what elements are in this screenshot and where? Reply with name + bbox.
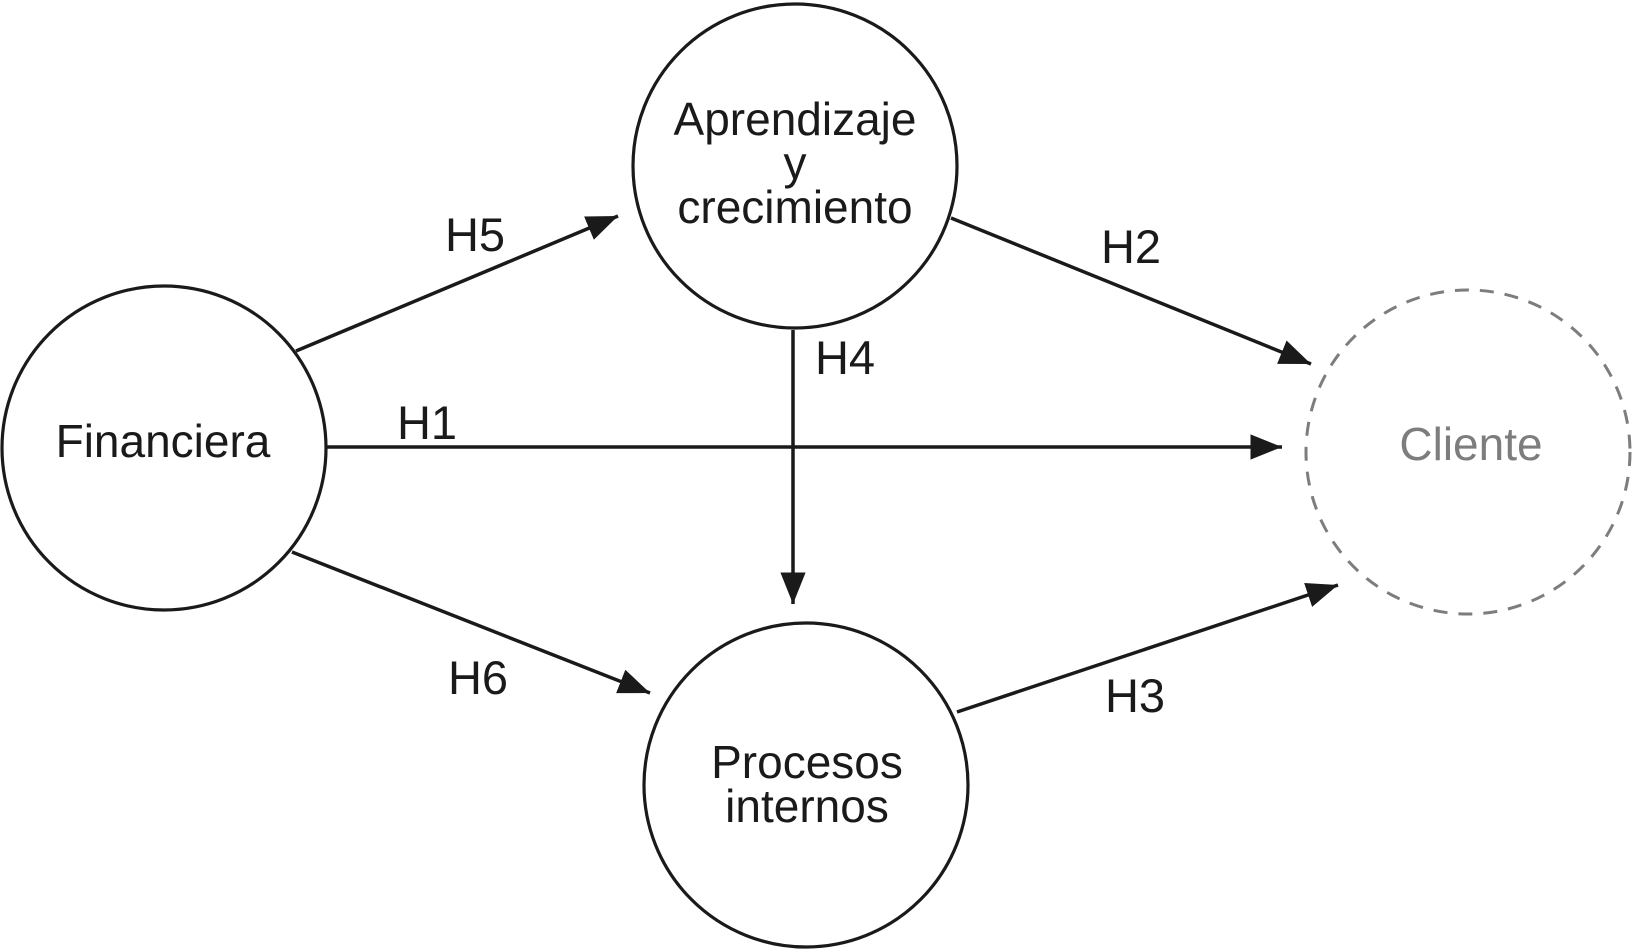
edge-h2-label: H2 [1101, 220, 1161, 273]
node-procesos-label-line2: internos [725, 780, 889, 832]
edge-h1-label: H1 [397, 396, 457, 449]
edge-h3-label: H3 [1105, 669, 1165, 722]
node-procesos-label: Procesos internos [711, 736, 903, 832]
node-aprendizaje-label-line2: y [784, 137, 807, 189]
node-procesos-label-line1: Procesos [711, 736, 903, 788]
node-aprendizaje-label-line1: Aprendizaje [674, 93, 917, 145]
node-cliente [1304, 288, 1632, 616]
edge-h5-arrow [295, 214, 619, 353]
node-financiera-label: Financiera [56, 415, 271, 467]
node-aprendizaje [631, 2, 959, 330]
edge-h2-arrow [950, 216, 1312, 366]
node-procesos [642, 621, 970, 949]
node-aprendizaje-label: Aprendizaje y crecimiento [674, 93, 917, 233]
edge-h5-label: H5 [445, 208, 505, 261]
edge-h3-arrow [956, 583, 1339, 714]
edge-h4-label: H4 [815, 331, 875, 384]
node-aprendizaje-label-line3: crecimiento [677, 181, 912, 233]
edge-h6-label: H6 [448, 651, 508, 704]
edge-h6-arrow [291, 550, 651, 695]
node-financiera [0, 284, 328, 612]
node-cliente-label: Cliente [1399, 418, 1542, 470]
